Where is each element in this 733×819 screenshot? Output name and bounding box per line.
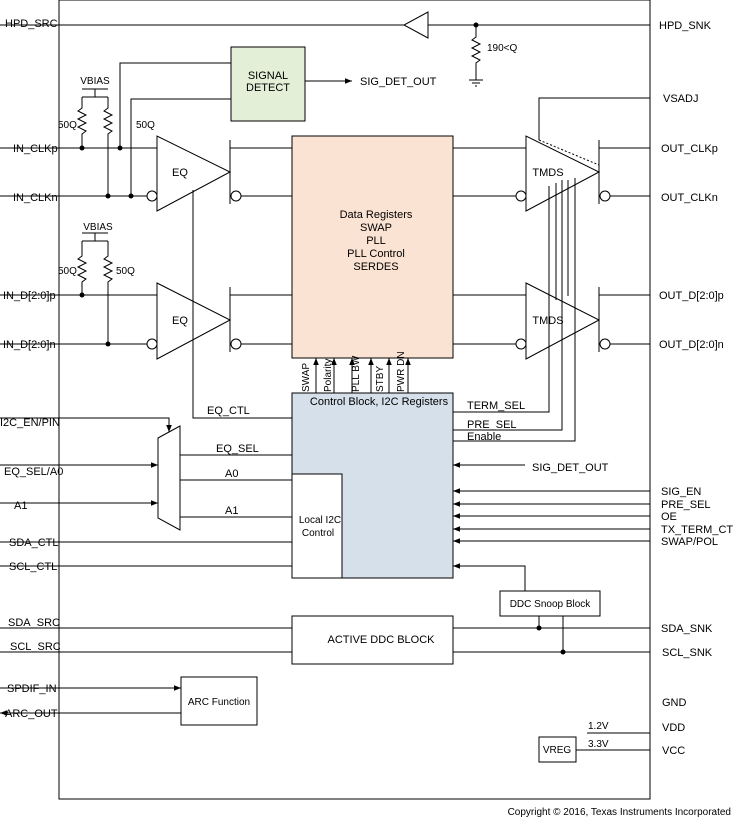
pin-sda-ctl: SDA_CTL bbox=[9, 537, 59, 549]
signal-detect-label-1: SIGNAL bbox=[248, 70, 288, 82]
pin-oe: OE bbox=[661, 511, 677, 523]
r190-label: 190<Q bbox=[487, 43, 518, 54]
hpd-buffer bbox=[402, 11, 429, 39]
resistor-190 bbox=[470, 25, 482, 80]
data-registers-serdes: SERDES bbox=[353, 261, 398, 273]
local-i2c-block bbox=[291, 473, 343, 579]
pin-in-clkp: IN_CLKp bbox=[13, 143, 58, 155]
reg-signal-pll-bw: PLL BW bbox=[351, 355, 362, 392]
r50-label-3: 50Q bbox=[58, 266, 77, 277]
a1-internal-label: A1 bbox=[225, 505, 238, 517]
data-registers-pll: PLL bbox=[366, 235, 386, 247]
data-registers-block bbox=[291, 135, 454, 359]
pin-sda-snk: SDA_SNK bbox=[661, 623, 713, 635]
pin-mux bbox=[157, 425, 181, 531]
data-registers-title: Data Registers bbox=[340, 209, 413, 221]
enable-label: Enable bbox=[467, 431, 501, 443]
a0-internal-label: A0 bbox=[225, 468, 238, 480]
sig-det-out-input-label: SIG_DET_OUT bbox=[532, 462, 609, 474]
pin-out-clkn: OUT_CLKn bbox=[661, 192, 718, 204]
eq-clock-label: EQ bbox=[172, 167, 188, 179]
pin-out-dp: OUT_D[2:0]p bbox=[659, 290, 724, 302]
pre-sel-internal-label: PRE_SEL bbox=[467, 419, 517, 431]
pin-hpd-src: HPD_SRC bbox=[5, 18, 58, 30]
eq-data-label: EQ bbox=[172, 315, 188, 327]
pin-tx-term-ctl: TX_TERM_CTL bbox=[661, 524, 733, 536]
reg-signal-polarity: Polarity bbox=[323, 359, 334, 392]
pin-scl-snk: SCL_SNK bbox=[662, 647, 713, 659]
eq-sel-label: EQ_SEL bbox=[216, 443, 259, 455]
tmds-clock-label: TMDS bbox=[532, 167, 563, 179]
resistor-50-2 bbox=[102, 97, 114, 196]
pin-vsadj: VSADJ bbox=[663, 93, 698, 105]
vbias-top: VBIAS bbox=[80, 76, 110, 87]
pin-out-dn: OUT_D[2:0]n bbox=[659, 339, 724, 351]
term-sel-label: TERM_SEL bbox=[467, 400, 525, 412]
pin-sda-src: SDA_SRC bbox=[8, 617, 60, 629]
pin-in-clkn: IN_CLKn bbox=[13, 192, 58, 204]
signal-detect-label-2: DETECT bbox=[246, 82, 290, 94]
pin-out-clkp: OUT_CLKp bbox=[661, 143, 718, 155]
r50-label-1: 50Q bbox=[58, 120, 77, 131]
data-registers-pll-control: PLL Control bbox=[347, 248, 405, 260]
pin-vdd: VDD bbox=[662, 722, 685, 734]
vreg-block bbox=[538, 736, 577, 763]
v33-label: 3.3V bbox=[588, 739, 609, 750]
vbias-bottom: VBIAS bbox=[83, 222, 113, 233]
resistor-50-4 bbox=[102, 241, 114, 344]
pin-pre-sel: PRE_SEL bbox=[661, 499, 711, 511]
eq-ctl-label: EQ_CTL bbox=[207, 405, 250, 417]
resistor-50-1 bbox=[76, 97, 88, 148]
pin-hpd-snk: HPD_SNK bbox=[659, 20, 712, 32]
pin-in-dp: IN_D[2:0]p bbox=[3, 290, 56, 302]
pin-scl-src: SCL_SRC bbox=[10, 641, 61, 653]
r50-label-2: 50Q bbox=[136, 120, 155, 131]
arc-function-label: ARC Function bbox=[188, 697, 250, 708]
data-registers-swap: SWAP bbox=[360, 222, 392, 234]
pin-arc-out: ARC_OUT bbox=[5, 708, 58, 720]
pin-spdif-in: SPDIF_IN bbox=[7, 683, 57, 695]
pin-a1: A1 bbox=[14, 500, 27, 512]
active-ddc-label: ACTIVE DDC BLOCK bbox=[328, 634, 436, 646]
reg-signal-pwr-dn: PWR DN bbox=[396, 351, 407, 392]
pin-scl-ctl: SCL_CTL bbox=[9, 561, 57, 573]
r50-label-4: 50Q bbox=[116, 266, 135, 277]
pin-swap-pol: SWAP/POL bbox=[661, 536, 718, 548]
pin-sig-en: SIG_EN bbox=[661, 486, 701, 498]
signal-detect-block bbox=[230, 46, 306, 122]
vreg-label: VREG bbox=[543, 745, 572, 756]
v12-label: 1.2V bbox=[588, 721, 609, 732]
resistor-50-3 bbox=[76, 241, 88, 295]
pin-in-dn: IN_D[2:0]n bbox=[3, 339, 56, 351]
sig-det-out-internal: SIG_DET_OUT bbox=[360, 76, 437, 88]
local-i2c-label-1: Local I2C bbox=[299, 515, 341, 526]
copyright-text: Copyright © 2016, Texas Instruments Inco… bbox=[508, 807, 731, 818]
pin-i2c-en: I2C_EN/PIN bbox=[0, 417, 60, 429]
control-block-label: Control Block, I2C Registers bbox=[310, 396, 449, 408]
reg-signal-stby: STBY bbox=[375, 366, 386, 392]
pin-eq-sel-a0: EQ_SEL/A0 bbox=[4, 466, 63, 478]
reg-signal-swap: SWAP bbox=[301, 363, 312, 392]
device-outline bbox=[58, 0, 651, 800]
tmds-data-label: TMDS bbox=[532, 315, 563, 327]
ddc-snoop-block bbox=[499, 590, 601, 617]
active-ddc-block bbox=[291, 615, 454, 665]
arc-function-block bbox=[180, 676, 258, 726]
ddc-snoop-label: DDC Snoop Block bbox=[510, 599, 592, 610]
local-i2c-label-2: Control bbox=[302, 528, 334, 539]
pin-gnd: GND bbox=[662, 697, 687, 709]
pin-vcc: VCC bbox=[662, 745, 685, 757]
